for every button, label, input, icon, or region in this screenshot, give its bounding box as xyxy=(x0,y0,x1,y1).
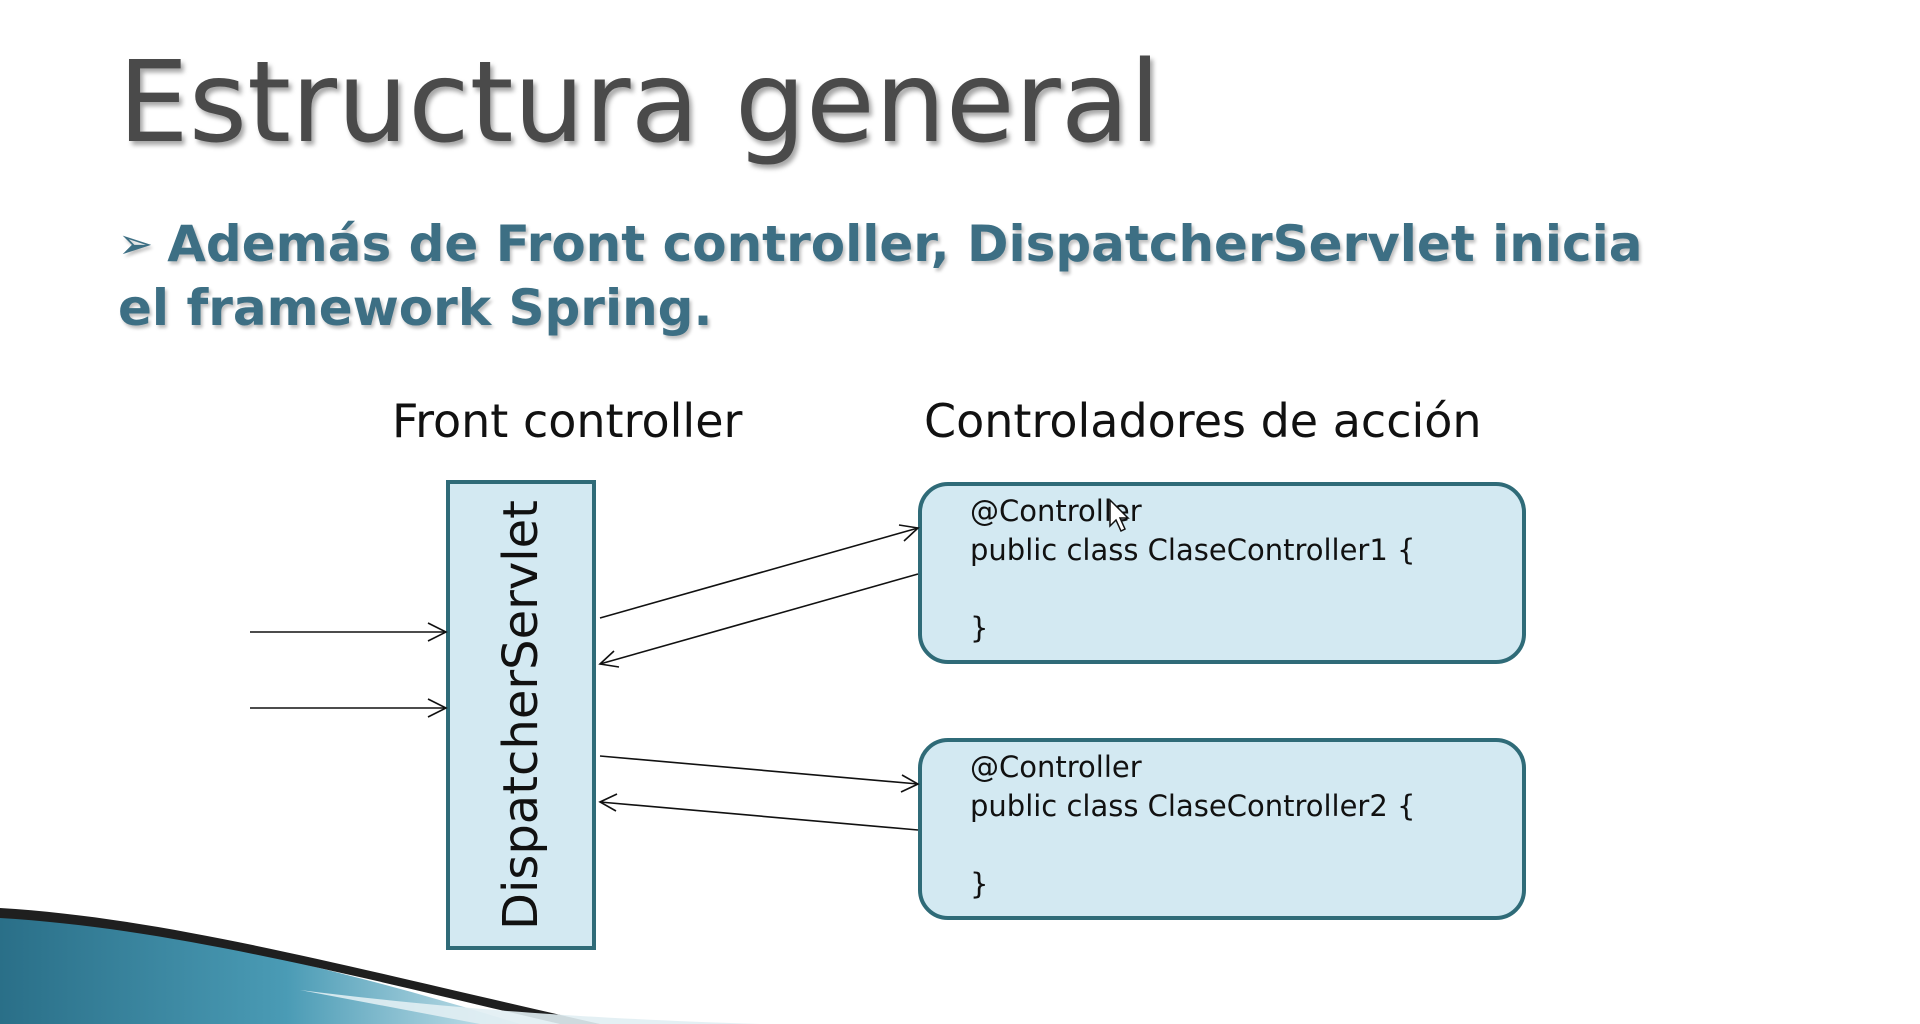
arrow-from-controller-2 xyxy=(598,793,919,831)
action-controllers-label: Controladores de acción xyxy=(924,394,1482,448)
controller-box-2: @Controller public class ClaseController… xyxy=(918,738,1526,920)
dispatcher-servlet-box: DispatcherServlet xyxy=(446,480,596,950)
controller-1-closing: } xyxy=(970,611,989,645)
incoming-arrow-1 xyxy=(250,622,448,642)
arrow-to-controller-2 xyxy=(599,755,920,793)
controller-2-closing: } xyxy=(970,867,989,901)
arrow-to-controller-1 xyxy=(599,524,920,619)
slide-title: Estructura general xyxy=(118,38,1161,168)
arrow-from-controller-1 xyxy=(598,573,919,668)
incoming-arrow-2 xyxy=(250,698,448,718)
bullet-arrow-icon: ➢ xyxy=(118,219,154,268)
controller-1-declaration: public class ClaseController1 { xyxy=(970,533,1416,567)
front-controller-label: Front controller xyxy=(392,394,743,448)
bullet-text: Además de Front controller, DispatcherSe… xyxy=(118,215,1643,337)
mouse-cursor-icon xyxy=(1109,498,1130,533)
controller-2-annotation: @Controller xyxy=(970,750,1142,784)
controller-2-declaration: public class ClaseController2 { xyxy=(970,789,1416,823)
controller-box-1: @Controller public class ClaseController… xyxy=(918,482,1526,664)
bullet-point: ➢Además de Front controller, DispatcherS… xyxy=(118,212,1678,340)
